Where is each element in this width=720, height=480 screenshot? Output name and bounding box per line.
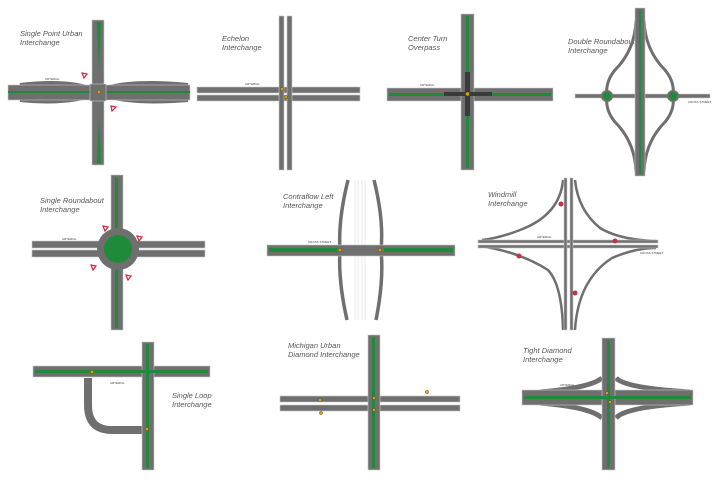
yield-sign-icon xyxy=(102,225,110,233)
signal-icon xyxy=(338,247,343,252)
yield-sign-icon xyxy=(125,274,133,282)
signal-icon xyxy=(372,396,376,400)
signal-icon xyxy=(605,391,609,395)
diagram-center-turn-overpass: Center Turn Overpass ARTERIAL xyxy=(386,13,554,171)
road-label: CROSS STREET xyxy=(640,251,664,255)
diagram-title: Single Roundabout xyxy=(40,196,105,205)
road-label: ARTERIAL xyxy=(560,383,575,387)
signal-icon xyxy=(425,390,429,394)
diagram-tight-diamond: Tight Diamond Interchange ARTERIAL xyxy=(521,337,694,471)
signal-icon xyxy=(318,398,322,402)
signal-icon xyxy=(284,95,288,99)
diagram-michigan-urban-diamond: Michigan Urban Diamond Interchange xyxy=(279,334,461,471)
diagram-windmill: Windmill Interchange ARTERIAL CROSS STRE… xyxy=(477,177,664,331)
road-label: ARTERIAL xyxy=(62,237,77,241)
diagram-title: Windmill xyxy=(488,190,517,199)
diagram-title: Interchange xyxy=(568,46,608,55)
signal-icon xyxy=(378,247,383,252)
diagram-title: Interchange xyxy=(523,355,563,364)
yield-sign-icon xyxy=(90,264,98,272)
road-label: ARTERIAL xyxy=(45,77,60,81)
signal-icon xyxy=(96,89,101,94)
diagram-single-point-urban: Single Point Urban Interchange ARTERIAL xyxy=(7,19,191,166)
diagram-single-roundabout: Single Roundabout Interchange ARTERIAL xyxy=(31,174,206,331)
diagram-title: Interchange xyxy=(222,43,262,52)
diagram-title: Single Point Urban xyxy=(20,29,83,38)
signal-icon xyxy=(465,91,470,97)
yield-sign-icon xyxy=(110,105,118,113)
diagram-title: Double Roundabout xyxy=(568,37,636,46)
diagram-double-roundabout: Double Roundabout Interchange CROSS STRE… xyxy=(568,7,712,177)
diagram-title: Overpass xyxy=(408,43,440,52)
signal-icon xyxy=(89,370,94,375)
road-label: CROSS STREET xyxy=(308,240,332,244)
yield-sign-icon xyxy=(136,235,144,243)
signal-icon xyxy=(144,427,149,432)
yield-sign-icon xyxy=(81,72,89,80)
diagram-title: Echelon xyxy=(222,34,249,43)
road-label: CROSS STREET xyxy=(688,100,712,104)
signal-icon xyxy=(608,400,612,404)
road-label: ARTERIAL xyxy=(245,82,260,86)
diagram-title: Interchange xyxy=(488,199,528,208)
diagram-title: Michigan Urban xyxy=(288,341,341,350)
diagram-title: Interchange xyxy=(40,205,80,214)
road-label: ARTERIAL xyxy=(537,235,552,239)
road-label: ARTERIAL xyxy=(420,83,435,87)
diagram-title: Center Turn xyxy=(408,34,447,43)
signal-icon xyxy=(280,87,284,91)
diagram-title: Tight Diamond xyxy=(523,346,573,355)
diagram-title: Interchange xyxy=(20,38,60,47)
diagram-title: Single Loop xyxy=(172,391,212,400)
diagram-contraflow-left: Contraflow Left Interchange CROSS STREET xyxy=(266,179,456,321)
diagram-title: Diamond Interchange xyxy=(288,350,360,359)
signal-icon xyxy=(372,408,376,412)
road-label: ARTERIAL xyxy=(110,381,125,385)
diagram-title: Interchange xyxy=(172,400,212,409)
signal-icon xyxy=(319,411,323,415)
diagram-single-loop: Single Loop Interchange ARTERIAL xyxy=(32,341,212,471)
diagram-echelon: Echelon Interchange ARTERIAL xyxy=(196,15,361,171)
diagram-title: Contraflow Left xyxy=(283,192,334,201)
diagram-title: Interchange xyxy=(283,201,323,210)
